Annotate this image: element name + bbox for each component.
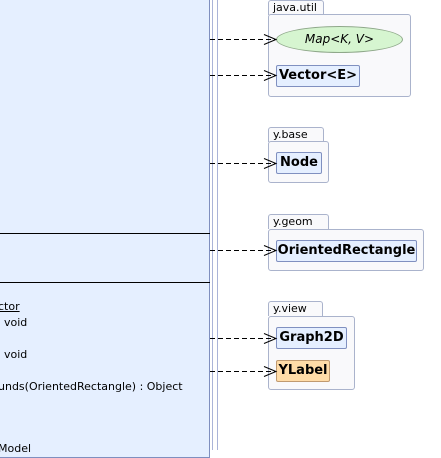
main-class-box [0,0,210,458]
class-divider-1 [0,233,210,234]
dependency-arrow-oriented-rectangle [210,245,278,256]
class-divider-2 [0,282,210,283]
dependency-arrow-graph2d [210,333,278,344]
package-tab-y-base: y.base [268,127,324,142]
dependency-arrow-node [210,158,278,169]
member-void-1: void [4,316,28,329]
member-constructor: ctor [0,300,20,313]
vertical-guide-1 [212,0,213,450]
vertical-guide-2 [217,0,218,450]
class-graph2d: Graph2D [276,327,347,349]
dependency-arrow-ylabel [210,366,278,377]
package-tab-y-geom: y.geom [268,214,329,229]
dependency-arrow-vector [210,70,278,81]
package-tab-java-util: java.util [268,0,324,15]
class-oriented-rectangle: OrientedRectangle [276,240,417,262]
member-void-2: void [4,348,28,361]
interface-map: Map<K, V> [276,26,403,53]
package-tab-y-view: y.view [268,301,323,316]
dependency-arrow-map [210,34,278,45]
member-bounds-method: unds(OrientedRectangle) : Object [0,380,183,393]
class-vector: Vector<E> [276,65,360,87]
class-node: Node [276,152,322,174]
class-ylabel: YLabel [276,360,330,382]
